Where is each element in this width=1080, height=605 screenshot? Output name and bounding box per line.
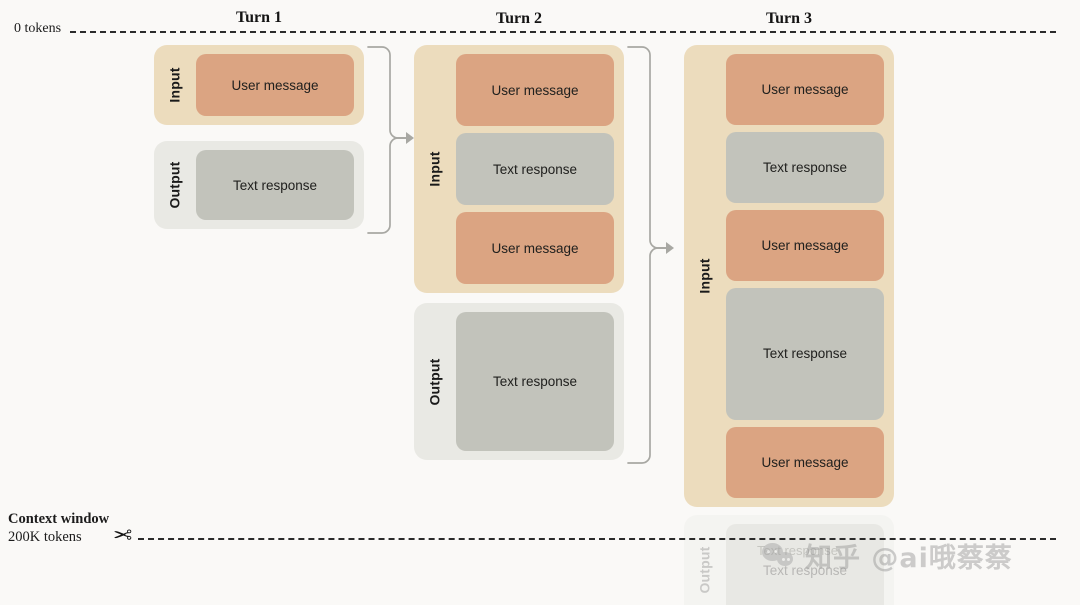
turn-2-title: Turn 2 — [495, 10, 543, 27]
turn-3-input-label: Input — [697, 258, 713, 294]
arrow-right-icon — [666, 242, 674, 254]
turn-1-input-group[interactable]: Input User message — [154, 45, 364, 125]
turn-1-input-user-message-1[interactable]: User message — [196, 54, 354, 116]
zero-tokens-label: 0 tokens — [14, 21, 62, 36]
turn-2-input-user-message-2[interactable]: User message — [456, 212, 614, 284]
turn-2-output-group[interactable]: Output Text response — [414, 303, 624, 460]
turn-3-input-text-response-2[interactable]: Text response — [726, 287, 884, 421]
turn-3-input-user-message-1[interactable]: User message — [726, 54, 884, 125]
turn-3-output-group[interactable]: Output Text response — [684, 515, 894, 605]
context-window-title: Context window — [8, 511, 110, 527]
turn-2-output-label: Output — [427, 357, 444, 406]
turn-3-output-label: Output — [697, 546, 714, 594]
turn-3-title: Turn 3 — [765, 10, 813, 27]
arrow-right-icon — [406, 132, 414, 144]
turn-1-input-label: Input — [167, 67, 183, 103]
turn-2-output-text-response-1[interactable]: Text response — [456, 312, 614, 451]
connector-turn2-to-turn3 — [626, 45, 676, 465]
zero-token-dashed-line — [70, 31, 1056, 33]
turn-3-output-text-response-1[interactable]: Text response — [726, 524, 884, 605]
connector-turn1-to-turn2 — [366, 45, 416, 235]
turn-1-title: Turn 1 — [235, 9, 283, 26]
turn-1-output-text-response-1[interactable]: Text response — [196, 150, 354, 220]
turn-2-input-label: Input — [427, 151, 443, 187]
turn-2-input-user-message-1[interactable]: User message — [456, 54, 614, 126]
turn-1-output-label: Output — [167, 161, 184, 209]
context-window-dashed-line — [138, 538, 1056, 540]
turn-3-input-user-message-2[interactable]: User message — [726, 209, 884, 281]
turn-1-output-group[interactable]: Output Text response — [154, 141, 364, 229]
turn-3-input-user-message-3[interactable]: User message — [726, 427, 884, 499]
turn-3-input-text-response-1[interactable]: Text response — [726, 131, 884, 203]
scissors-icon: ✂ — [113, 522, 133, 548]
turn-2-input-group[interactable]: Input User message Text response User me… — [414, 45, 624, 293]
turn-2-input-text-response-1[interactable]: Text response — [456, 133, 614, 205]
context-window-subtitle: 200K tokens — [8, 529, 82, 545]
turn-3-input-group[interactable]: Input User message Text response User me… — [684, 45, 894, 507]
